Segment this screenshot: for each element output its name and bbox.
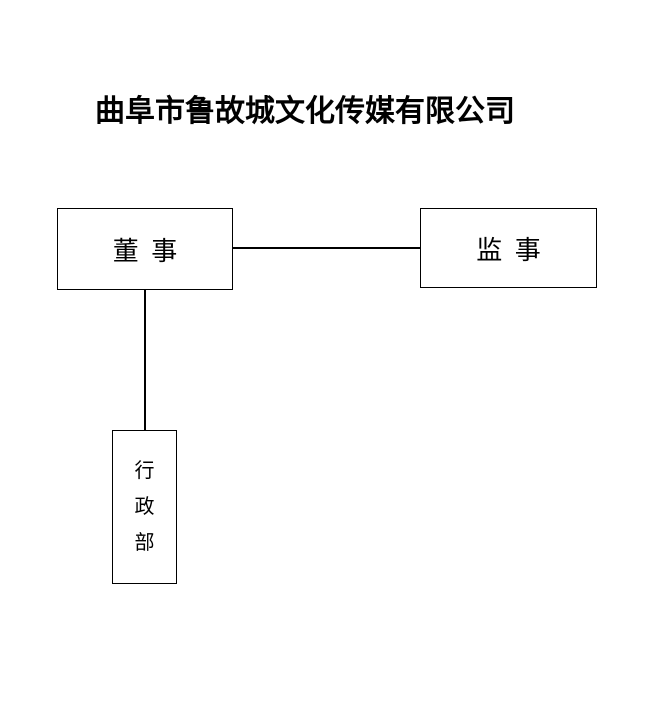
org-node-admin-dept-char-2: 政 — [134, 496, 155, 518]
page-title: 曲阜市鲁故城文化传媒有限公司 — [95, 95, 515, 128]
org-node-director: 董 事 — [57, 208, 233, 290]
org-node-supervisor-label: 监 事 — [476, 235, 541, 265]
org-node-supervisor: 监 事 — [420, 208, 597, 288]
org-node-director-label: 董 事 — [112, 236, 178, 266]
connector-director-admin-dept — [144, 290, 146, 430]
org-node-admin-dept-char-1: 行 — [134, 460, 155, 482]
connector-director-supervisor — [233, 247, 420, 249]
org-node-admin-dept-char-3: 部 — [134, 532, 155, 554]
org-node-admin-dept: 行 政 部 — [112, 430, 177, 584]
